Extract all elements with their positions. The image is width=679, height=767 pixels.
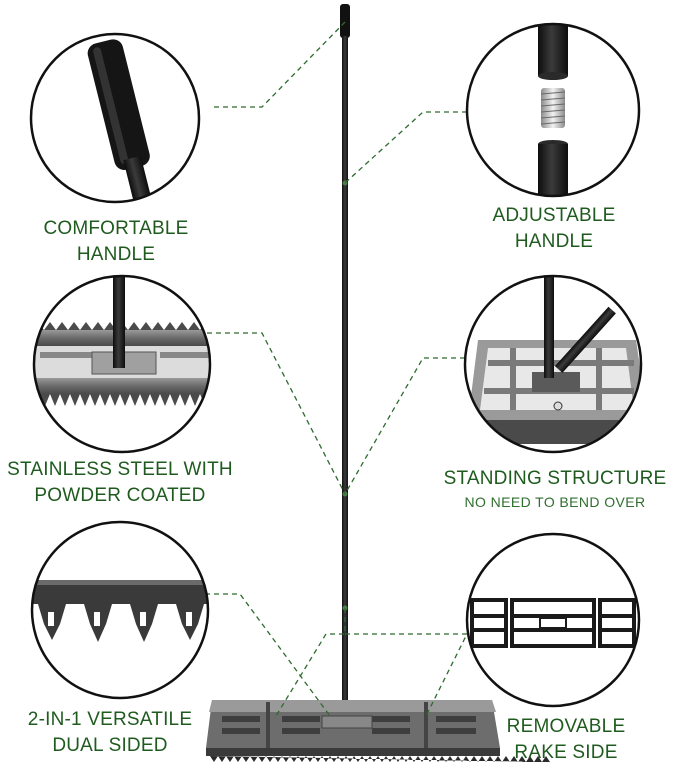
main-rake xyxy=(206,4,550,762)
adjustable-handle-line1: ADJUSTABLE xyxy=(492,205,616,226)
versatile-line1: 2-IN-1 VERSATILE xyxy=(27,709,193,730)
stainless-steel-detail xyxy=(32,274,212,454)
versatile-line2: DUAL SIDED xyxy=(52,735,168,756)
standing-structure-line2: NO NEED TO BEND OVER xyxy=(464,494,646,510)
removable-label: REMOVABLE RAKE SIDE xyxy=(476,714,656,766)
removable-rake-detail xyxy=(465,532,641,708)
standing-structure-line1: STANDING STRUCTURE xyxy=(443,468,667,489)
dual-sided-teeth-detail xyxy=(30,520,210,700)
removable-line1: REMOVABLE xyxy=(506,716,626,737)
adjustable-handle-line2: HANDLE xyxy=(514,231,594,252)
versatile-label: 2-IN-1 VERSATILE DUAL SIDED xyxy=(10,707,210,759)
comfortable-handle-line1: COMFORTABLE xyxy=(43,218,189,239)
adjustable-handle-label: ADJUSTABLE HANDLE xyxy=(460,203,648,255)
standing-structure-label: STANDING STRUCTURE NO NEED TO BEND OVER xyxy=(440,466,670,512)
callout-lines xyxy=(205,21,469,717)
pole-grip xyxy=(340,4,350,38)
stainless-steel-line2: POWDER COATED xyxy=(34,485,206,506)
standing-structure-detail xyxy=(463,274,643,454)
stainless-steel-label: STAINLESS STEEL WITH POWDER COATED xyxy=(0,457,240,509)
pole xyxy=(342,36,348,708)
comfortable-handle-label: COMFORTABLE HANDLE xyxy=(22,216,210,268)
stainless-steel-line1: STAINLESS STEEL WITH xyxy=(7,459,233,480)
comfortable-handle-detail xyxy=(29,32,201,204)
removable-line2: RAKE SIDE xyxy=(514,742,618,763)
adjustable-handle-detail xyxy=(465,22,641,198)
comfortable-handle-line2: HANDLE xyxy=(76,244,156,265)
